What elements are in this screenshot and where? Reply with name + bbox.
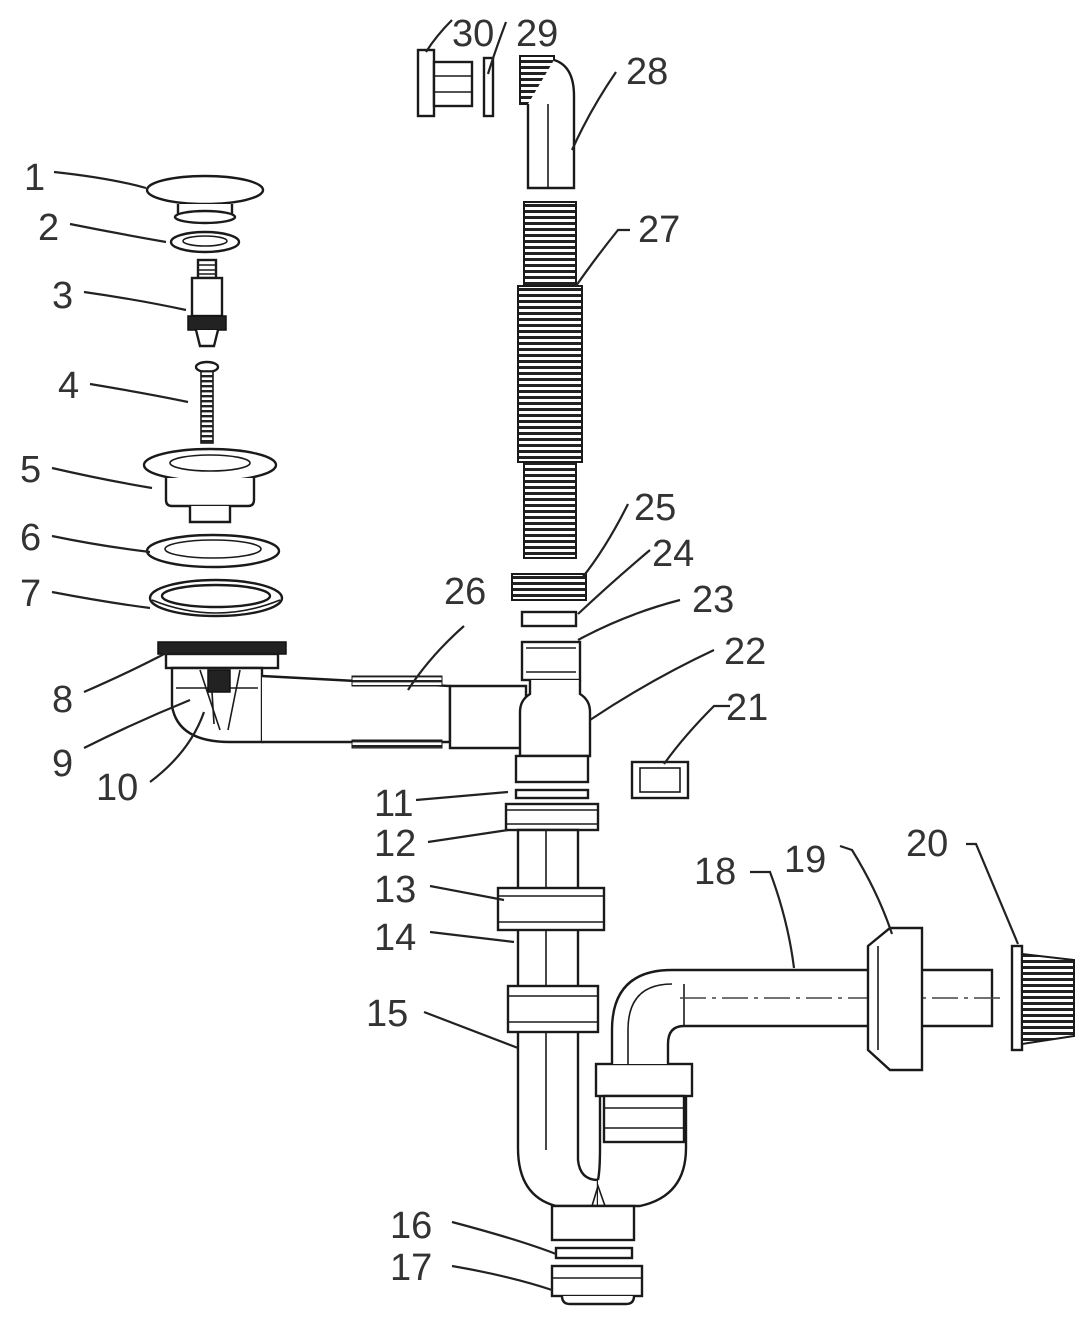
label-part-15: 15 bbox=[366, 993, 408, 1035]
part-8-9-10-drain-body bbox=[157, 641, 528, 750]
part-25-nut bbox=[511, 573, 587, 601]
part-5-strainer-body bbox=[142, 447, 278, 524]
label-part-9: 9 bbox=[52, 743, 73, 785]
label-part-28: 28 bbox=[626, 51, 668, 93]
label-part-19: 19 bbox=[784, 839, 826, 881]
part-12-nut bbox=[504, 802, 600, 832]
label-part-3: 3 bbox=[52, 275, 73, 317]
label-part-21: 21 bbox=[726, 687, 768, 729]
label-part-27: 27 bbox=[638, 209, 680, 251]
label-part-24: 24 bbox=[652, 533, 694, 575]
part-13-14-15-trap bbox=[496, 828, 694, 1242]
label-part-5: 5 bbox=[20, 449, 41, 491]
part-18-outlet-elbow bbox=[610, 968, 1000, 1064]
label-part-29: 29 bbox=[516, 13, 558, 55]
label-part-20: 20 bbox=[906, 823, 948, 865]
label-part-10: 10 bbox=[96, 767, 138, 809]
label-part-26: 26 bbox=[444, 571, 486, 613]
part-19-rosette bbox=[866, 926, 924, 1072]
label-part-18: 18 bbox=[694, 851, 736, 893]
part-number-labels: 1 2 3 4 5 6 7 8 9 10 11 12 13 14 15 16 1… bbox=[20, 13, 948, 1289]
label-part-6: 6 bbox=[20, 517, 41, 559]
part-24-washer bbox=[520, 610, 578, 628]
label-part-12: 12 bbox=[374, 823, 416, 865]
label-part-25: 25 bbox=[634, 487, 676, 529]
label-part-1: 1 bbox=[24, 157, 45, 199]
part-28-elbow bbox=[519, 55, 576, 190]
label-part-30: 30 bbox=[452, 13, 494, 55]
part-11-washer bbox=[514, 788, 590, 800]
label-part-7: 7 bbox=[20, 573, 41, 615]
leader-lines bbox=[51, 19, 1020, 1292]
part-2-o-ring bbox=[169, 230, 241, 254]
part-30-vent-cap bbox=[416, 48, 474, 118]
label-part-2: 2 bbox=[38, 207, 59, 249]
label-part-17: 17 bbox=[390, 1247, 432, 1289]
part-16-washer bbox=[554, 1246, 634, 1260]
label-part-4: 4 bbox=[58, 365, 79, 407]
part-27-corrugated-hose bbox=[517, 201, 583, 559]
label-part-22: 22 bbox=[724, 631, 766, 673]
part-22-23-tee-connector bbox=[514, 640, 592, 784]
label-part-13: 13 bbox=[374, 869, 416, 911]
part-29-ring bbox=[482, 56, 495, 118]
label-part-16: 16 bbox=[390, 1205, 432, 1247]
part-1-plug-cap bbox=[145, 174, 265, 225]
label-part-23: 23 bbox=[692, 579, 734, 621]
part-6-ring-gasket bbox=[145, 533, 281, 569]
part-20-reducer bbox=[1010, 944, 1075, 1052]
part-4-screw bbox=[194, 360, 220, 444]
label-part-14: 14 bbox=[374, 917, 416, 959]
part-21-square-cap bbox=[630, 760, 690, 800]
part-17-bottom-cap bbox=[550, 1264, 644, 1306]
label-part-11: 11 bbox=[374, 783, 413, 825]
part-7-cone-gasket bbox=[148, 578, 284, 618]
part-3-plug-body bbox=[187, 258, 227, 348]
label-part-8: 8 bbox=[52, 679, 73, 721]
